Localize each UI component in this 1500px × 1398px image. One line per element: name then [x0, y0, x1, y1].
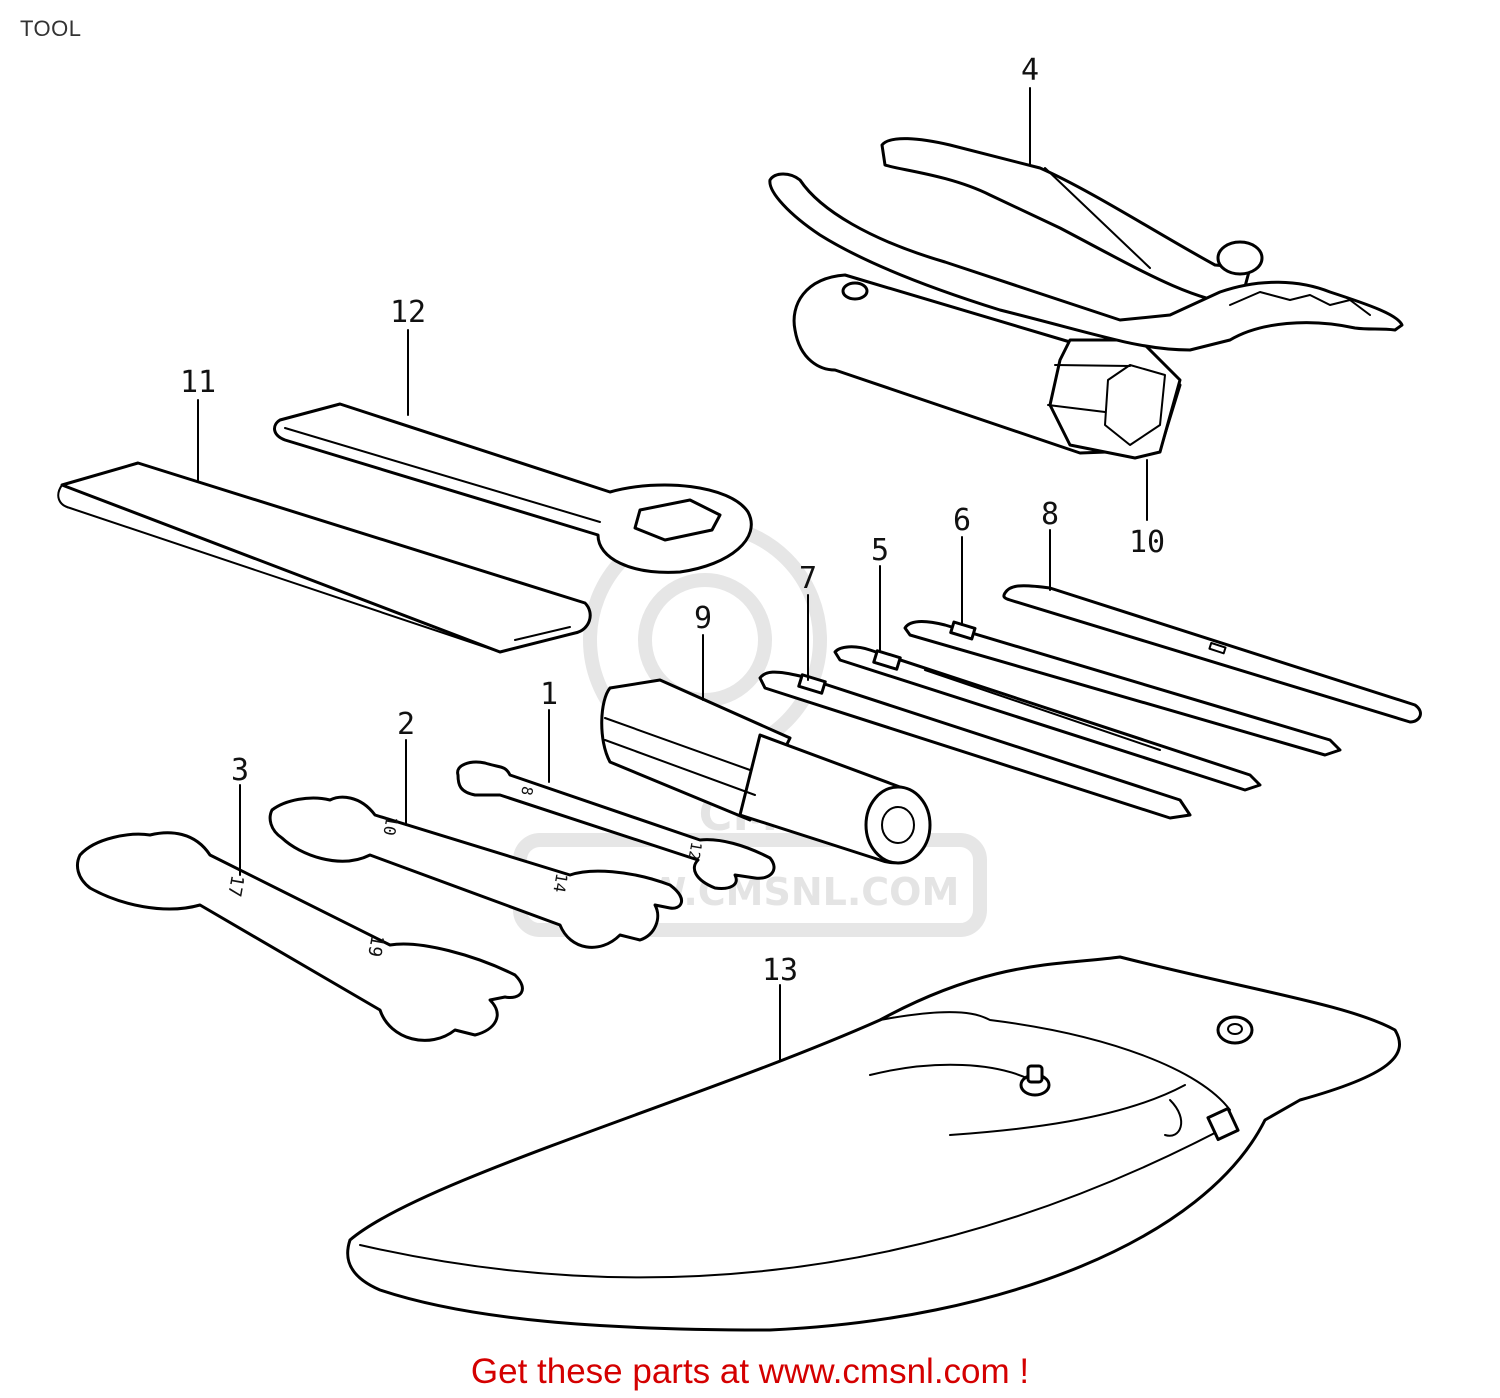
- callout-6: 6: [953, 503, 971, 538]
- callout-10: 10: [1129, 525, 1165, 560]
- screwdriver-6: [903, 620, 1342, 757]
- screwdriver-5: [833, 645, 1262, 792]
- callout-3: 3: [231, 753, 249, 788]
- wrench-1: 8 12: [456, 760, 776, 890]
- wrench-mark-w2-a: 10: [379, 815, 401, 837]
- leader-lines: [197, 87, 1148, 1061]
- page-title: TOOL: [20, 16, 82, 41]
- callout-2: 2: [397, 707, 415, 742]
- pin-spanner: [273, 402, 753, 574]
- flat-bar-8: [1002, 584, 1422, 724]
- wrench-mark-w3-b: 19: [363, 933, 387, 958]
- wrench-2: 10 14: [268, 795, 683, 949]
- spark-plug-wrench: [792, 273, 1182, 460]
- flat-bar-11: [57, 461, 592, 654]
- callout-11: 11: [180, 365, 216, 400]
- pliers: [768, 137, 1404, 352]
- callout-5: 5: [871, 533, 889, 568]
- callout-12: 12: [390, 295, 426, 330]
- wrench-3: 17 19: [76, 831, 524, 1042]
- tool-bag: [346, 955, 1401, 1332]
- wrench-mark-w3-a: 17: [223, 873, 247, 898]
- wrench-mark-w1-a: 8: [517, 785, 536, 797]
- screwdriver-7: [758, 670, 1192, 820]
- callout-4: 4: [1021, 53, 1039, 88]
- callout-7: 7: [799, 561, 817, 596]
- callout-9: 9: [694, 601, 712, 636]
- footer-cta-link[interactable]: Get these parts at www.cmsnl.com !: [470, 1352, 1030, 1391]
- callout-13: 13: [762, 953, 798, 988]
- callout-1: 1: [540, 677, 558, 712]
- callout-8: 8: [1041, 497, 1059, 532]
- callouts: 4 12 11 10 8 6 5 7 9 1 2 3 13: [180, 53, 1165, 988]
- screwdriver-handle: [600, 678, 932, 865]
- wrench-mark-w1-b: 12: [684, 840, 705, 861]
- wrench-mark-w2-b: 14: [549, 872, 571, 894]
